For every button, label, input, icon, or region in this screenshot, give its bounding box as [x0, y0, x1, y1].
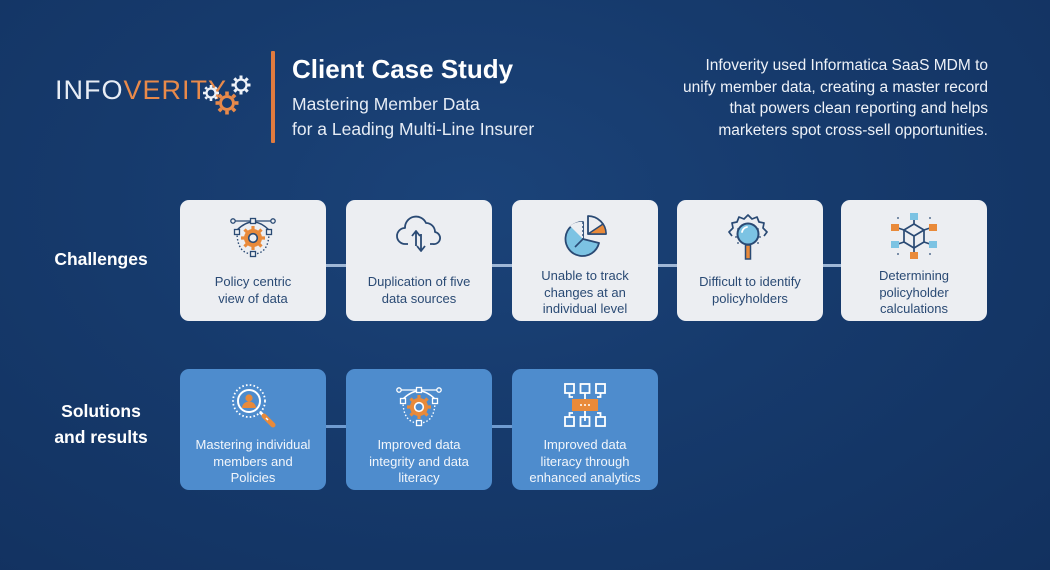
page-subtitle: Mastering Member Data for a Leading Mult…: [292, 92, 534, 142]
challenge-text-line: Difficult to identify: [699, 274, 801, 289]
solutions-heading: Solutions and results: [40, 398, 162, 450]
pie-chart-icon: [564, 215, 607, 257]
solution-card: Improved data literacy through enhanced …: [512, 369, 658, 490]
solution-text-line: Improved data: [377, 437, 461, 452]
summary-line-1: Infoverity used Informatica SaaS MDM to: [705, 57, 988, 74]
bezier-gear-icon: [396, 386, 442, 427]
solution-text-line: members and: [213, 453, 293, 469]
bezier-gear-icon: [230, 217, 276, 258]
challenge-text-line: policyholders: [712, 290, 788, 306]
gear-magnifier-icon: [728, 214, 768, 260]
challenge-text-line: Unable to track: [541, 268, 629, 283]
subtitle-line-2: for a Leading Multi-Line Insurer: [292, 119, 535, 139]
summary-line-4: marketers spot cross-sell opportunities.: [718, 121, 988, 139]
solution-card: Improved data integrity and data literac…: [346, 369, 492, 490]
solution-text: Improved data integrity and data literac…: [363, 437, 475, 487]
challenge-text-line: Policy centric: [214, 274, 292, 289]
challenge-card: Difficult to identify policyholders: [677, 200, 823, 321]
gears-icon: [203, 75, 251, 115]
solutions-heading-line-2: and results: [54, 427, 148, 447]
logo-text-info: INFO: [55, 75, 124, 105]
solution-text: Improved data literacy through enhanced …: [523, 437, 646, 487]
challenge-card: Duplication of five data sources: [346, 200, 492, 321]
challenge-text: Duplication of five data sources: [362, 268, 477, 313]
challenge-card: Determining policyholder calculations: [841, 200, 987, 321]
solution-text-line: enhanced analytics: [529, 470, 641, 485]
solution-text-line: Mastering individual: [195, 437, 311, 452]
solution-card: Mastering individual members and Policie…: [180, 369, 326, 490]
solution-text-line: literacy through: [540, 453, 630, 469]
solution-text-line: integrity and data: [369, 453, 469, 469]
case-summary: Infoverity used Informatica SaaS MDM to …: [628, 55, 988, 141]
solution-text: Mastering individual members and Policie…: [190, 437, 317, 487]
solution-text-line: Policies: [230, 470, 276, 485]
challenge-text-line: policyholder: [879, 284, 949, 300]
challenge-text-line: view of data: [218, 290, 288, 306]
challenge-text-line: Duplication of five: [367, 274, 471, 289]
challenge-text: Unable to track changes at an individual…: [535, 268, 634, 318]
network-cube-icon: [891, 213, 937, 259]
challenge-text-line: individual level: [542, 301, 628, 316]
challenges-heading: Challenges: [54, 249, 148, 269]
page-title: Client Case Study: [292, 54, 514, 84]
solutions-heading-line-1: Solutions: [61, 401, 141, 421]
challenge-text: Determining policyholder calculations: [873, 268, 955, 318]
challenge-text-line: changes at an: [544, 284, 626, 300]
challenge-text-line: Determining: [878, 268, 950, 283]
challenge-card: Unable to track changes at an individual…: [512, 200, 658, 321]
person-search-icon: [232, 384, 276, 428]
challenge-card: Policy centric view of data: [180, 200, 326, 321]
challenge-text-line: calculations: [880, 301, 948, 316]
solution-text-line: literacy: [398, 470, 440, 485]
summary-line-2: unify member data, creating a master rec…: [683, 78, 988, 96]
summary-line-3: that powers clean reporting and helps: [729, 100, 989, 117]
solution-text-line: Improved data: [543, 437, 627, 452]
challenge-text-line: data sources: [381, 290, 457, 306]
data-flow-icon: [564, 383, 606, 427]
subtitle-line-1: Mastering Member Data: [292, 94, 480, 114]
header-divider: [271, 51, 275, 143]
challenge-text: Difficult to identify policyholders: [693, 268, 807, 313]
cloud-sync-icon: [396, 215, 441, 252]
challenge-text: Policy centric view of data: [209, 268, 298, 313]
